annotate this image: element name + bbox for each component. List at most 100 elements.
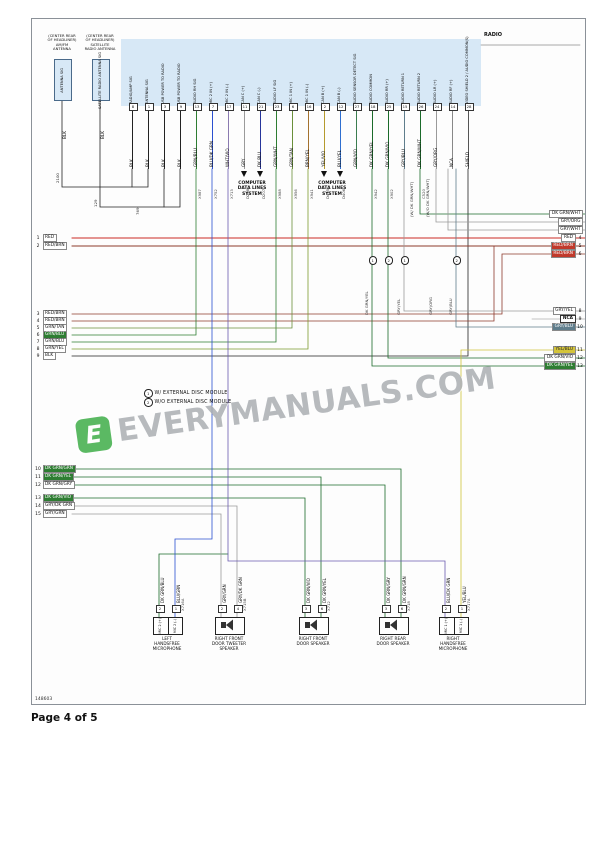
pin-wire-stub — [259, 106, 261, 169]
wire-number: 13 — [35, 495, 41, 501]
wire-note-marker: 1 — [400, 256, 409, 265]
pin-wire-color-label: BLK — [176, 159, 182, 167]
component-pin-number: 2 — [155, 605, 165, 613]
speaker-icon — [305, 619, 317, 631]
wire-number: 5 — [578, 243, 582, 249]
component-wire-label: BLU/DK GRN — [445, 577, 451, 603]
pin-wire-stub — [435, 106, 437, 169]
wire-color-chip: DK GRN/GRY — [42, 481, 75, 489]
pin-signal-label: VIDEO SHIELD 2 / AUDIO COMMON(S) — [464, 36, 469, 104]
wire-note-marker: 2 — [384, 256, 393, 265]
pin-signal-label: AUDIO LF SIG — [272, 79, 277, 104]
mid-wire-label: (W/ DK GRN/WHT) — [409, 181, 414, 217]
component-speaker — [215, 617, 245, 635]
microphone-cell: MIC 1 (+) — [440, 618, 454, 634]
component-connector-code: X712 — [326, 601, 331, 611]
pin-number: 18 — [368, 103, 378, 111]
pin-wire-stub — [371, 106, 373, 169]
component-connector-code: X716A — [180, 598, 185, 611]
component-wire-label: DK GRN/GRY — [385, 577, 391, 603]
sheet-code: 148603 — [35, 697, 53, 702]
microphone-cell-label: MIC 2 (-) — [172, 618, 177, 634]
antenna-box-label: ANTENNA SIG — [60, 67, 65, 93]
pin-signal-label: MIC 1 IN (+) — [288, 82, 293, 104]
pin-signal-label: CAN B (-) — [336, 87, 341, 104]
microphone-cell-label: MIC 2 (+) — [158, 618, 163, 634]
wire-number: 12 — [577, 355, 583, 361]
component-wire-label: DK GRN/YEL — [321, 578, 327, 603]
wire-color-chip: RED/BRN — [550, 242, 576, 250]
pin-signal-label: AUDIO COMMON — [368, 74, 373, 104]
pin-connector-code: X987 — [197, 189, 202, 199]
mid-wire-label: (W/O DK GRN/WHT) — [425, 178, 430, 217]
component-mic: MIC 1 (+) MIC 1 (-) — [439, 617, 469, 635]
pin-signal-label: AUDIO SENSOR DETECT SIG — [352, 53, 357, 104]
pin-connector-code: X752 — [213, 189, 218, 199]
wire-color-chip: GRY/WHT — [557, 226, 583, 234]
mid-wire-label: GRY/BLU — [448, 298, 453, 315]
pin-signal-label: MIC 1 IN (-) — [304, 83, 309, 104]
pin-number: 24 — [432, 103, 442, 111]
wire-number: 14 — [35, 503, 41, 509]
footnote-text: W/ EXTERNAL DISC MODULE — [154, 390, 228, 396]
pin-connector-code: X956 — [293, 189, 298, 199]
wire-number: 10 — [577, 324, 583, 330]
pin-wire-stub — [147, 106, 149, 169]
pin-number: 8 — [128, 103, 138, 111]
mid-wire-label: 2100 — [55, 173, 60, 183]
wire-number: 8 — [36, 346, 40, 352]
wire-number: 11 — [577, 347, 583, 353]
antenna-caption: (CENTER REAR OF HEADLINER) SATELLITE RAD… — [84, 34, 116, 51]
pin-wire-color-label: BLK — [128, 159, 134, 167]
component-pin-number: 3 — [381, 605, 391, 613]
pin-wire-stub — [275, 106, 277, 169]
component-pin-number: 6 — [317, 605, 327, 613]
microphone-cell: MIC 1 (-) — [453, 618, 469, 634]
pin-signal-label: AUDIO RR (+) — [384, 79, 389, 104]
microphone-cell-label: MIC 1 (+) — [444, 618, 449, 634]
microphone-cell-label: MIC 1 (-) — [458, 618, 463, 634]
pin-wire-stub — [339, 106, 341, 169]
pin-signal-label: AUDIO LR (+) — [432, 79, 437, 104]
pin-number: 7 — [208, 103, 218, 111]
component-pin-number: 6 — [397, 605, 407, 613]
pin-wire-stub — [291, 106, 293, 169]
wire-color-chip: RED/BRN — [42, 242, 68, 250]
wire-color-chip: GRY/GRN — [42, 510, 68, 518]
watermark-logo-icon: E — [74, 415, 114, 454]
watermark: E EVERYMANUALS.COM — [74, 360, 498, 454]
pin-signal-label: CAN C (-) — [256, 87, 261, 104]
wire-number: 11 — [35, 474, 41, 480]
pin-wire-stub — [227, 106, 229, 169]
mid-wire-label: 129 — [93, 199, 98, 207]
pin-number: 23 — [272, 103, 282, 111]
radio-connector-strip — [121, 39, 481, 106]
component-wire-label: YEL/BLU — [461, 586, 467, 603]
component-caption: RIGHT FRONT DOOR SPEAKER — [296, 636, 330, 647]
pin-signal-label: USB POWER TO RADIO — [160, 63, 165, 104]
pin-number: 12 — [336, 103, 346, 111]
wire-color-chip: YEL/BLU — [553, 346, 576, 354]
pin-number: 3 — [160, 103, 170, 111]
wire-color-chip: RED/BRN — [550, 250, 576, 258]
pin-number: 27 — [352, 103, 362, 111]
microphone-cell: MIC 2 (-) — [167, 618, 183, 634]
wire-color-chip: DK GRN/VIO — [42, 494, 74, 502]
pin-number: 25 — [384, 103, 394, 111]
pin-number: 2 — [320, 103, 330, 111]
